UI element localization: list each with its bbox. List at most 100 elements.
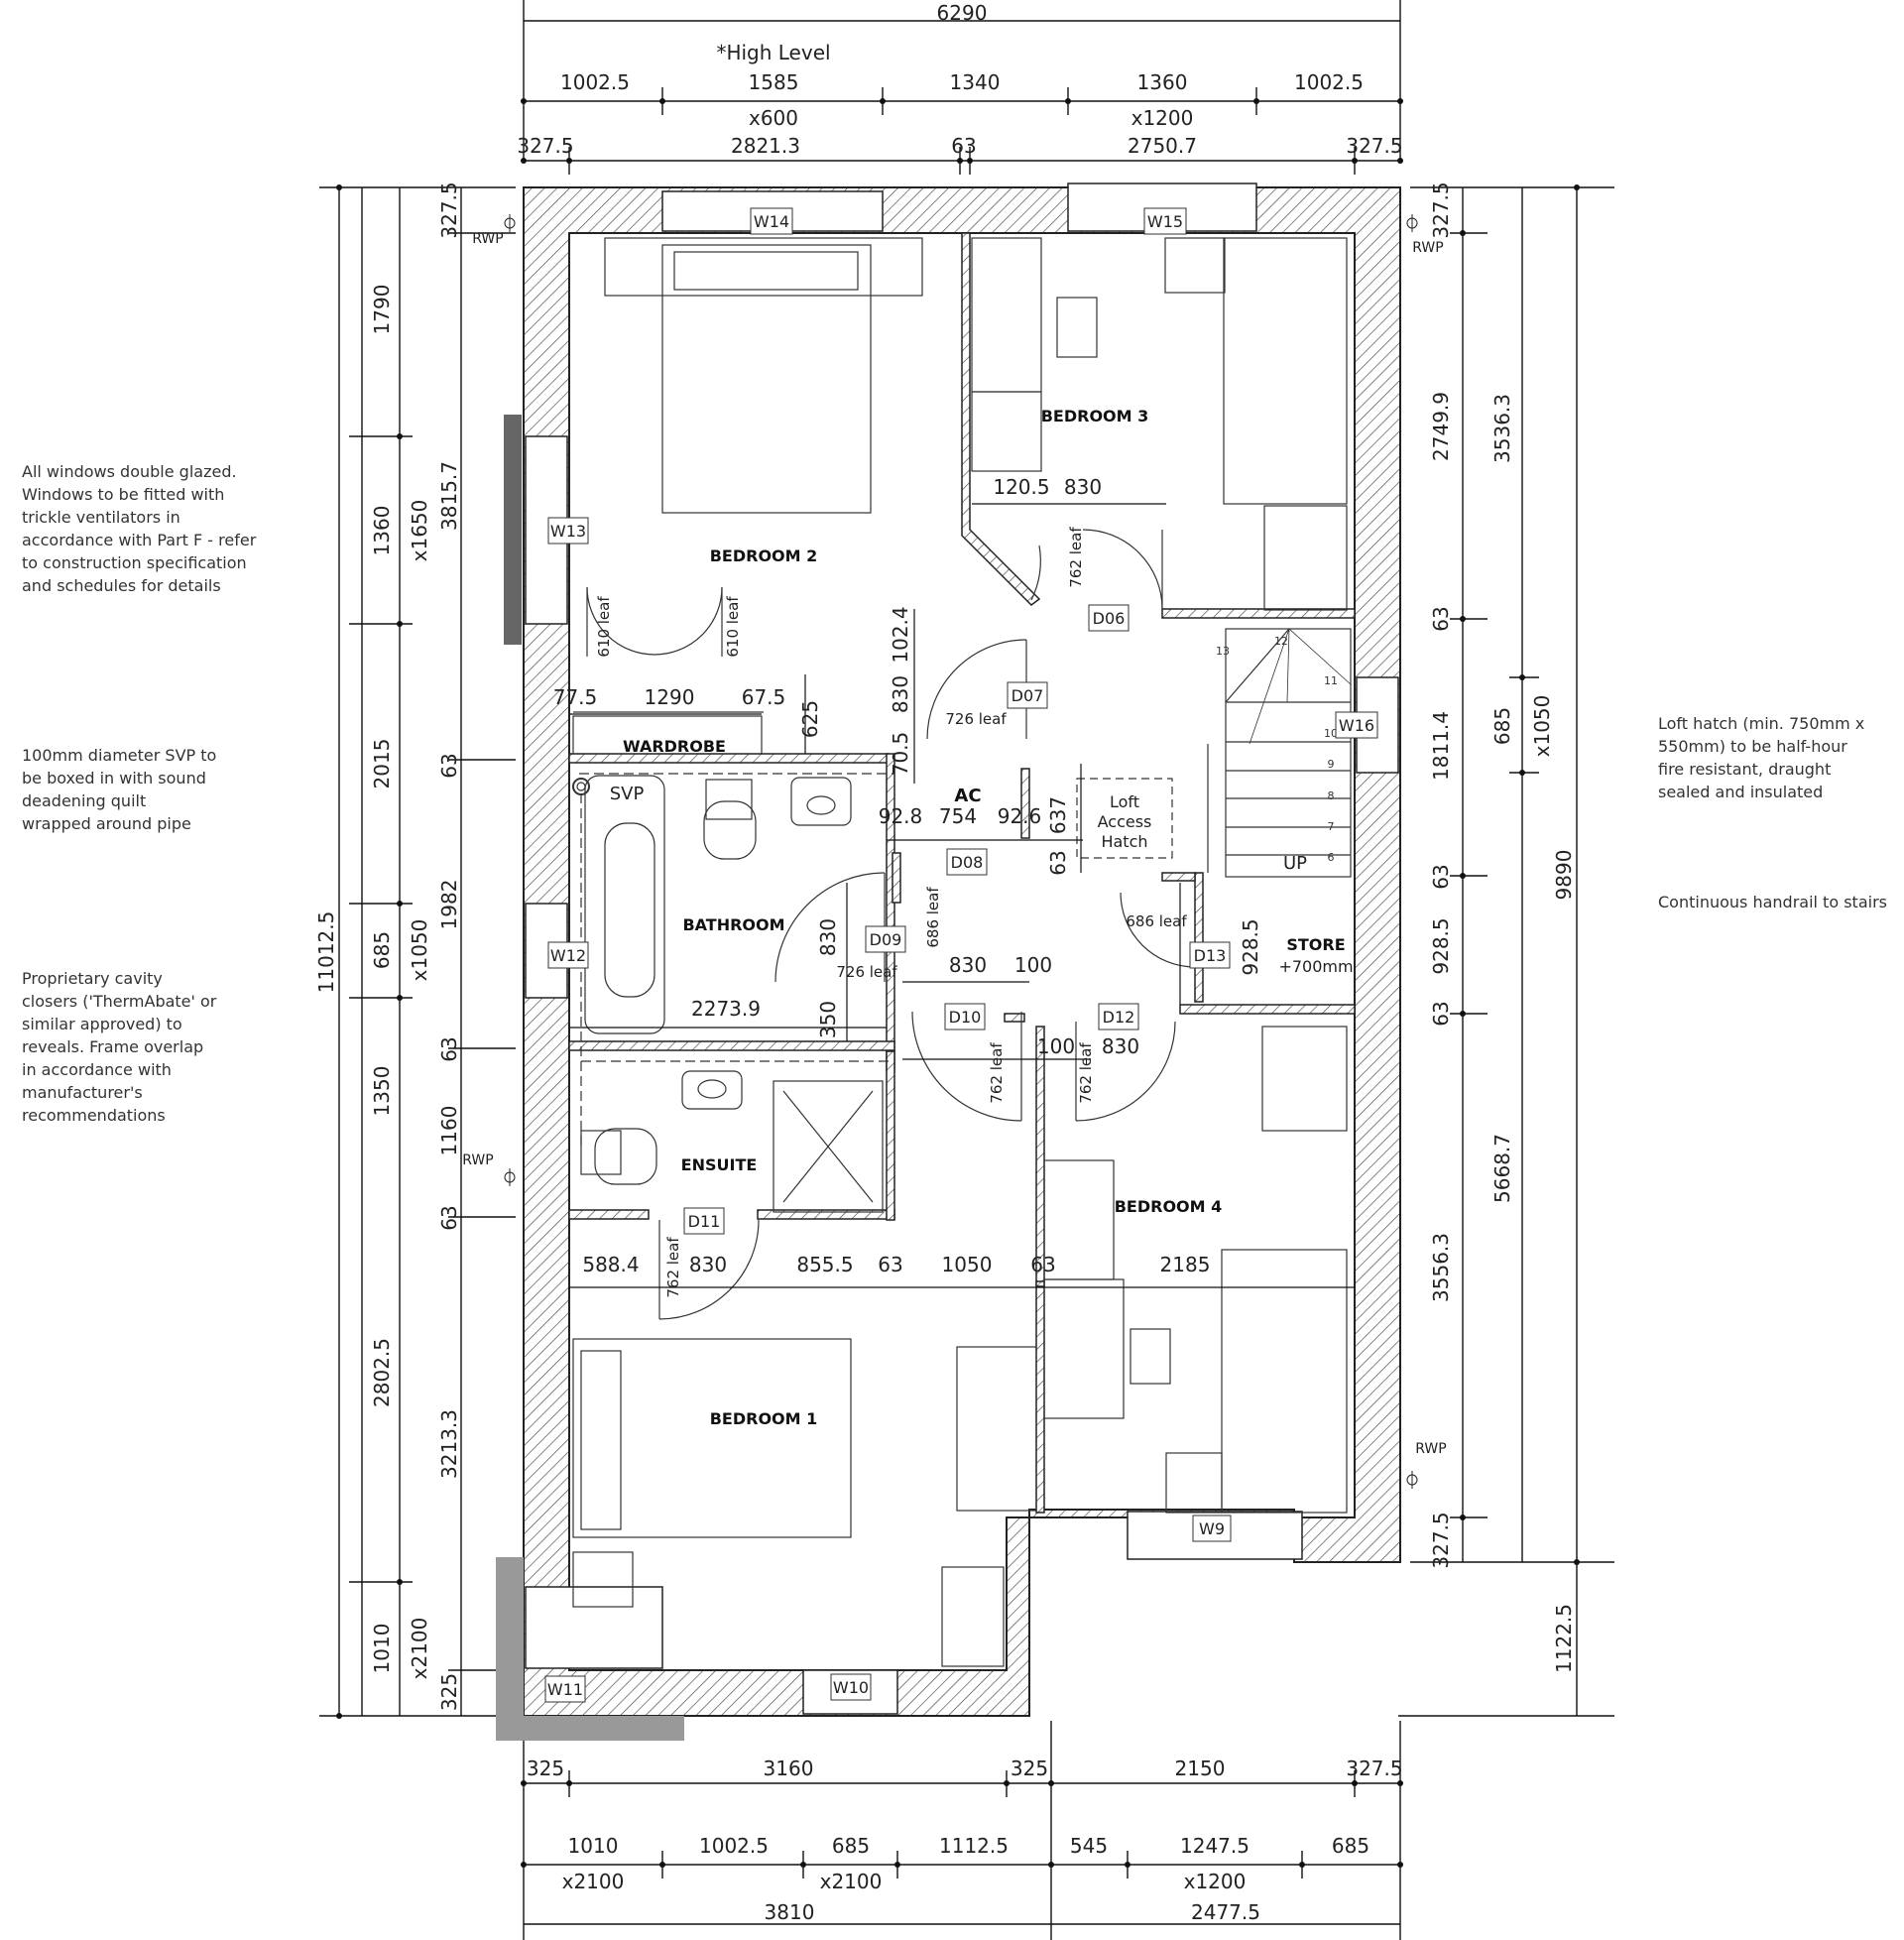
dim: 1010 [568,1834,619,1858]
dim: x2100 [562,1870,625,1893]
door-swing [774,872,886,983]
stair-number: 10 [1324,727,1338,740]
door-tag-d07: D07 [1012,686,1044,705]
leaf-label: 726 leaf [945,710,1007,728]
dim: 2802.5 [370,1338,394,1407]
dim: 63 [1046,850,1070,875]
dim: 2273.9 [691,997,761,1021]
overall-height: 11012.5 [314,911,338,994]
dim: 77.5 [553,685,598,709]
rwp-label: RWP [462,1152,493,1168]
bed [1223,237,1348,505]
note-svp: 100mm diameter SVP to be boxed in with s… [22,746,217,833]
store-note: +700mm [1278,957,1353,976]
leaf-label: 762 leaf [664,1237,682,1298]
dim: 2150 [1175,1757,1226,1780]
window-tag-w12: W12 [550,946,586,965]
dim: 1160 [437,1106,461,1156]
window-reveal [504,415,522,645]
dim: 830 [1102,1034,1139,1058]
cistern [580,1130,622,1175]
wardrobe [572,715,763,755]
window-tag-w14: W14 [754,212,789,231]
leaf-label: 762 leaf [1067,527,1085,588]
stairs-up-label: UP [1283,853,1307,874]
dim: 63 [1429,1001,1453,1026]
dim: 120.5 [993,475,1049,499]
leaf-label: 762 leaf [1077,1042,1095,1104]
room-label-bedroom-1: BEDROOM 1 [710,1409,818,1428]
window-tag-w13: W13 [550,522,586,541]
dim: 2477.5 [1191,1900,1260,1924]
dim: 2749.9 [1429,392,1453,461]
dim: 754 [939,804,977,828]
dim: 2015 [370,739,394,789]
note-handrail: Continuous handrail to stairs [1658,893,1887,911]
dim: 325 [437,1673,461,1711]
room-labels: BEDROOM 2 BEDROOM 3 WARDROBE AC BATHROOM… [623,407,1346,1428]
stair-number: 13 [1216,645,1230,658]
dim: 1002.5 [699,1834,769,1858]
room-label-bathroom: BATHROOM [682,915,784,934]
door-swing [658,1219,760,1320]
dim: 830 [816,918,840,956]
window-tag-w9: W9 [1199,1519,1225,1538]
window-tag-w16: W16 [1339,716,1374,735]
leaf-labels: 610 leaf 610 leaf 762 leaf 726 leaf 726 … [595,527,1187,1298]
note-glazing: All windows double glazed. Windows to be… [22,462,257,595]
loft-label: Loft [1110,792,1139,811]
internal-walls [568,232,1356,1514]
dim: 2750.7 [1128,134,1197,158]
dim: 1002.5 [1294,70,1364,94]
internal-dimensions: 120.5 830 102.4 830 70.5 77.5 1290 67.5 … [553,475,1262,1276]
desk [1043,1278,1125,1419]
door-tag-d09: D09 [870,930,902,949]
leaf-label: 762 leaf [988,1042,1006,1104]
basin [681,1070,743,1110]
dim: 5668.7 [1490,1134,1514,1203]
door-swing [586,586,655,656]
rwp-label: RWP [1412,240,1443,256]
stair-number: 11 [1324,674,1338,687]
svp-label: SVP [610,784,645,804]
overall-width: 6290 [937,1,988,25]
leaf-label: 686 leaf [924,887,942,948]
leaf-label: 610 leaf [595,596,613,658]
dim: 685 [370,931,394,969]
leaf-label: 610 leaf [724,596,742,658]
door-labels: D06 D07 D08 D09 D10 D11 D12 D13 [688,609,1227,1231]
door-tag-d10: D10 [949,1008,982,1027]
dim: 1002.5 [560,70,630,94]
door-swing [1082,529,1163,610]
dim: 545 [1070,1834,1108,1858]
dim: 928.5 [1429,917,1453,974]
rwp-symbols [504,214,1418,1489]
room-label-bedroom-3: BEDROOM 3 [1041,407,1149,425]
note-cavity-closers: Proprietary cavity closers ('ThermAbate'… [22,969,217,1125]
dim: 327.5 [1429,1512,1453,1568]
stair-number: 7 [1328,820,1335,833]
dim: 1122.5 [1552,1604,1576,1673]
svp-pipe [572,778,590,795]
rwp-label: RWP [472,231,503,247]
room-label-bedroom-4: BEDROOM 4 [1115,1197,1223,1216]
desk [971,237,1042,393]
dim: 1010 [370,1624,394,1674]
room-label-bedroom-2: BEDROOM 2 [710,546,818,565]
door-tag-d06: D06 [1093,609,1126,628]
dim: 327.5 [1346,134,1402,158]
dim: 3536.3 [1490,394,1514,463]
top-dimensions: 6290 *High Level 1002.5 1585 1340 1360 1… [517,1,1402,158]
internal-dimension-lines [569,503,1355,1288]
leaf-label: 726 leaf [836,963,897,981]
dim: x1050 [1530,695,1554,758]
dim: 327.5 [1429,182,1453,238]
shower-tray [773,1080,884,1213]
window-reveal [496,1557,524,1741]
dim: 830 [1064,475,1102,499]
dim: 855.5 [796,1253,853,1276]
bed [572,1338,852,1538]
dim: 2185 [1160,1253,1211,1276]
dim: 1340 [950,70,1001,94]
dim: 327.5 [437,182,461,238]
